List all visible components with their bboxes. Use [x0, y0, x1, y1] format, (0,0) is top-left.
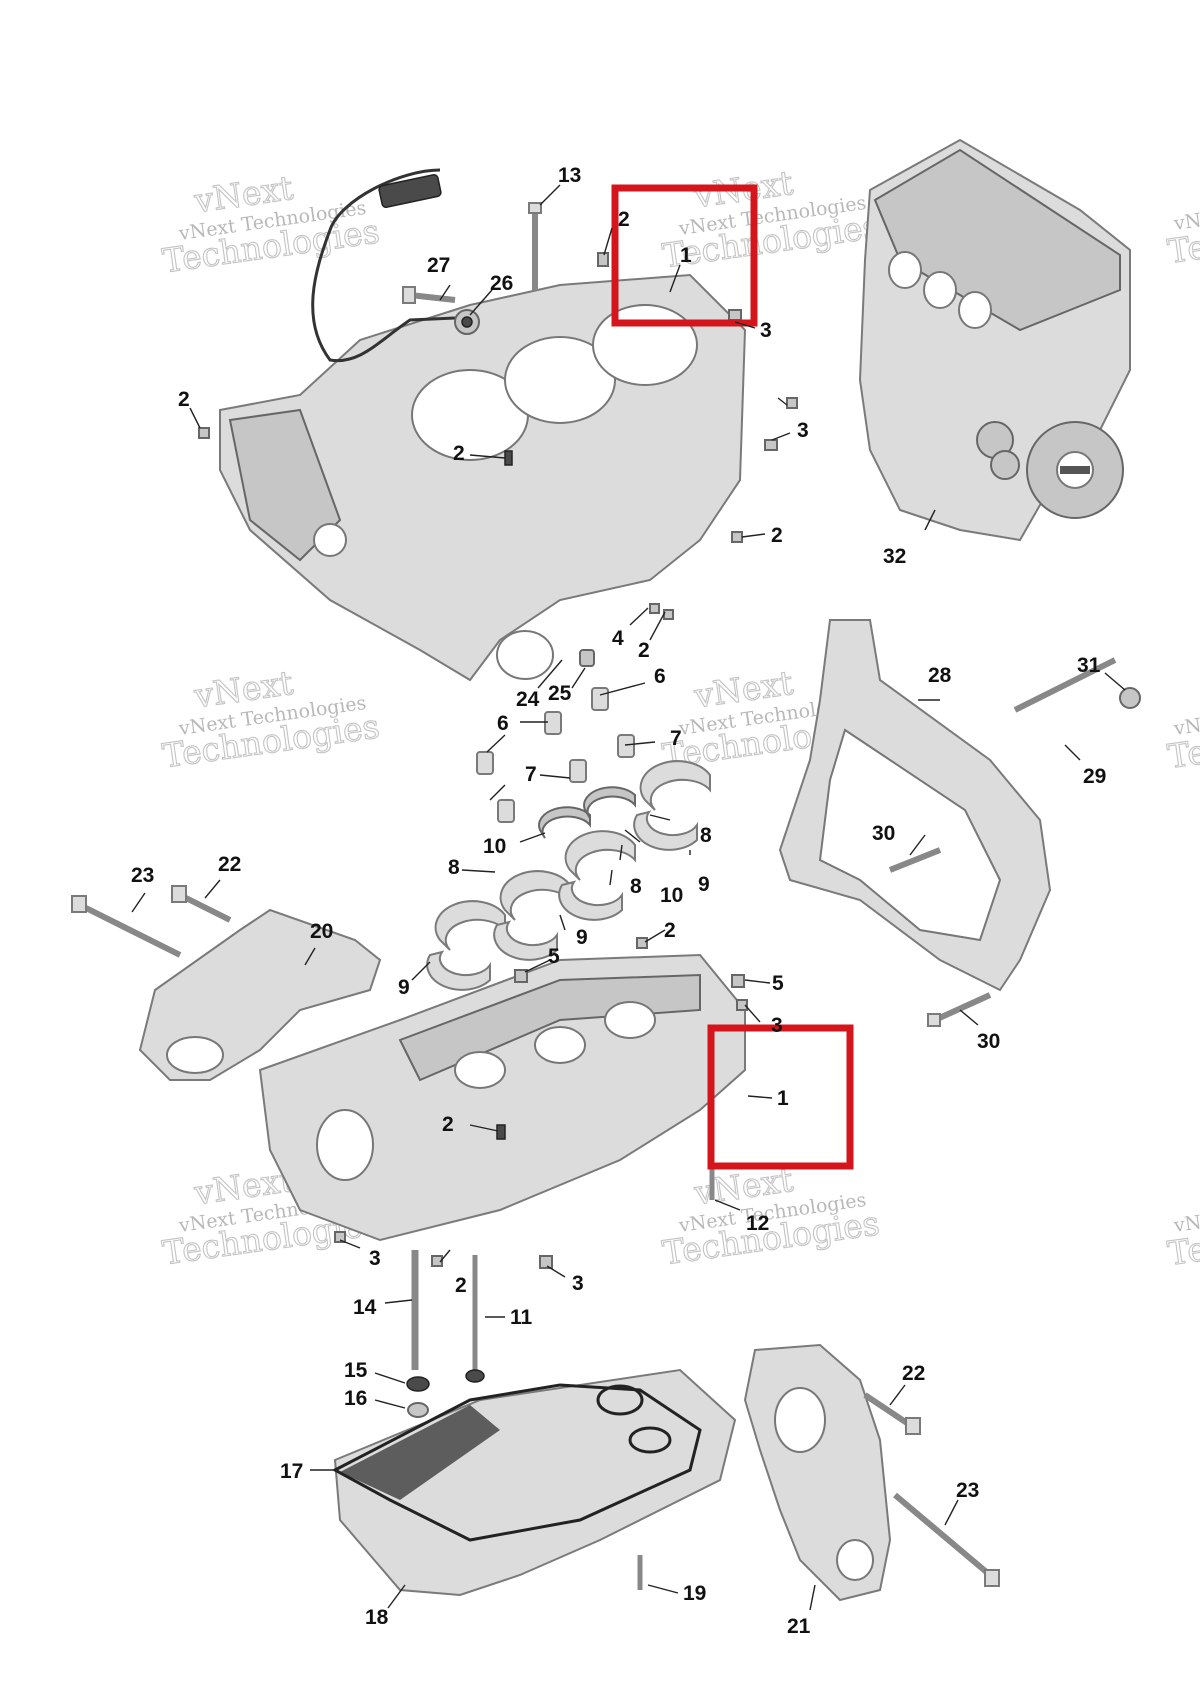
- callout-31: 31: [1077, 654, 1101, 677]
- gasket-17: [331, 1383, 702, 1542]
- callout-26: 26: [490, 272, 513, 295]
- engine-mount-21: [743, 1343, 892, 1602]
- bolt-30-upper: [888, 847, 942, 873]
- callout-30: 30: [872, 822, 895, 845]
- callout-7: 7: [670, 727, 682, 750]
- callout-6: 6: [654, 665, 666, 688]
- callout-6: 6: [497, 712, 509, 735]
- dowel-pins: [198, 252, 798, 1269]
- callout-23: 23: [131, 864, 154, 887]
- callout-3: 3: [572, 1272, 584, 1295]
- callout-3: 3: [797, 419, 809, 442]
- highlight-box-lower-1: [707, 1024, 854, 1170]
- callout-22: 22: [218, 853, 241, 876]
- bolt-23-left: [71, 895, 182, 958]
- callout-5: 5: [772, 972, 784, 995]
- callout-1: 1: [680, 244, 692, 267]
- callout-17: 17: [280, 1460, 303, 1483]
- callout-12: 12: [746, 1212, 769, 1235]
- watermark: vNext vNext Technologies Technologies: [660, 162, 883, 276]
- callout-3: 3: [369, 1247, 381, 1270]
- callout-25: 25: [548, 682, 572, 705]
- watermark: vNext vNext Technologies Technologies: [160, 167, 383, 281]
- callout-labels: 13 2 1 3 27 26 2 3 2 2 32 4 2 24 25 6 6 …: [131, 164, 1106, 1638]
- highlight-boxes: [611, 184, 854, 1170]
- callout-24: 24: [516, 688, 540, 711]
- stud-11: [465, 1255, 485, 1383]
- highlight-box-upper-1: [611, 184, 758, 327]
- bolt-22-right: [863, 1392, 921, 1435]
- callout-2: 2: [618, 208, 630, 231]
- nut-31: [1119, 687, 1141, 709]
- lower-crankcase: [258, 953, 746, 1242]
- leader-lines: [131, 184, 1126, 1611]
- callout-16: 16: [344, 1387, 367, 1410]
- parts-layer: [71, 138, 1141, 1602]
- washer-15: [406, 1376, 430, 1392]
- callout-2: 2: [455, 1274, 467, 1297]
- callout-32: 32: [883, 545, 906, 568]
- callout-27: 27: [427, 254, 450, 277]
- callout-1: 1: [777, 1087, 789, 1110]
- callout-7: 7: [525, 763, 537, 786]
- callout-19: 19: [683, 1582, 706, 1605]
- callout-18: 18: [365, 1606, 389, 1629]
- callout-2: 2: [664, 919, 676, 942]
- bolt-22-left: [171, 885, 232, 923]
- bolt-13: [528, 202, 542, 290]
- callout-29: 29: [1083, 765, 1106, 788]
- callout-2: 2: [638, 639, 650, 662]
- callout-8: 8: [630, 875, 642, 898]
- callout-21: 21: [787, 1615, 811, 1638]
- callout-28: 28: [928, 664, 952, 687]
- callout-30: 30: [977, 1030, 1000, 1053]
- callout-11: 11: [510, 1306, 533, 1329]
- bolt-23-right: [893, 1492, 1000, 1587]
- engine-mount-20: [138, 908, 382, 1081]
- callout-8: 8: [448, 856, 460, 879]
- engine-bracket-28: [778, 619, 1052, 992]
- callout-10: 10: [660, 884, 683, 907]
- callout-3: 3: [760, 319, 772, 342]
- watermark-edge: vNext Technologies Technologies: [1165, 187, 1200, 272]
- bolt-30-lower: [927, 992, 992, 1027]
- watermark-edge: vNext Technologies Technologies: [1165, 692, 1200, 777]
- watermark: vNext vNext Technologies Technologies: [160, 662, 383, 776]
- complete-engine-32: [858, 138, 1131, 542]
- callout-2: 2: [178, 388, 190, 411]
- watermark-edge: vNext Technologies Technologies: [1165, 1189, 1200, 1274]
- callout-9: 9: [698, 873, 710, 896]
- callout-22: 22: [902, 1362, 925, 1385]
- callout-2: 2: [771, 524, 783, 547]
- callout-2: 2: [442, 1113, 454, 1136]
- callout-4: 4: [612, 627, 624, 650]
- callout-23: 23: [956, 1479, 979, 1502]
- callout-2: 2: [453, 442, 465, 465]
- upper-engine-block: [219, 273, 747, 682]
- nut-16: [407, 1402, 429, 1418]
- callout-14: 14: [353, 1296, 377, 1319]
- callout-15: 15: [344, 1359, 368, 1382]
- oil-squirters: [476, 687, 635, 823]
- callout-8: 8: [700, 824, 712, 847]
- bolt-27: [402, 286, 456, 304]
- callout-20: 20: [310, 920, 333, 943]
- callout-9: 9: [398, 976, 410, 999]
- callout-13: 13: [558, 164, 581, 187]
- callout-9: 9: [576, 926, 588, 949]
- main-bearings: [426, 760, 711, 991]
- bolt-29: [1013, 657, 1117, 713]
- knock-sensor-with-cable: [311, 168, 480, 363]
- callout-3: 3: [771, 1014, 783, 1037]
- callout-5: 5: [548, 945, 560, 968]
- callout-10: 10: [483, 835, 506, 858]
